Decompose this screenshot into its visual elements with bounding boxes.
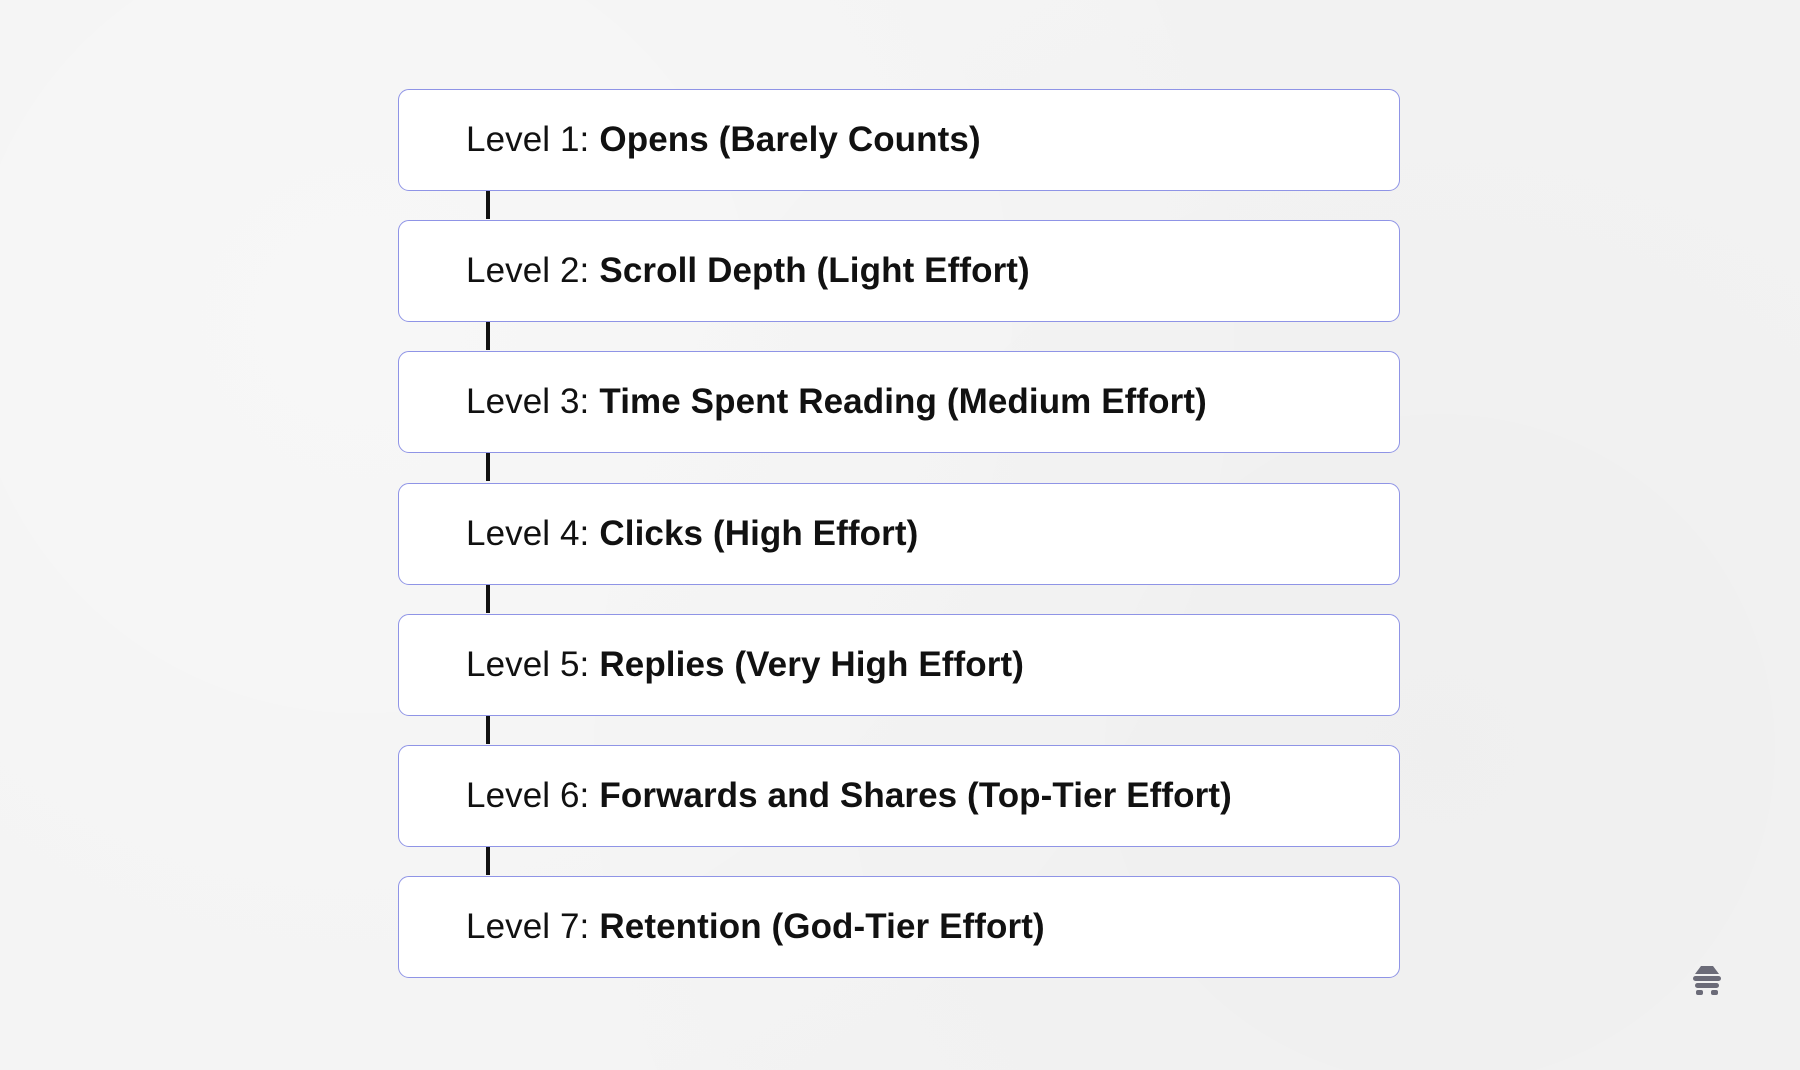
level-prefix: Level 4: — [466, 514, 590, 553]
level-card-7: Level 7: Retention (God-Tier Effort) — [398, 876, 1400, 978]
level-prefix: Level 1: — [466, 120, 590, 159]
connector-line — [486, 322, 490, 350]
beehive-logo-icon — [1690, 962, 1724, 996]
level-title: Replies (Very High Effort) — [599, 645, 1025, 684]
level-prefix: Level 2: — [466, 251, 590, 290]
level-card-1: Level 1: Opens (Barely Counts) — [398, 89, 1400, 191]
level-card-6: Level 6: Forwards and Shares (Top-Tier E… — [398, 745, 1400, 847]
level-title: Forwards and Shares (Top-Tier Effort) — [599, 776, 1232, 815]
level-card-4: Level 4: Clicks (High Effort) — [398, 483, 1400, 585]
level-prefix: Level 7: — [466, 907, 590, 946]
level-prefix: Level 3: — [466, 382, 590, 421]
level-title: Scroll Depth (Light Effort) — [599, 251, 1030, 290]
level-title: Retention (God-Tier Effort) — [599, 907, 1045, 946]
level-prefix: Level 6: — [466, 776, 590, 815]
level-title: Time Spent Reading (Medium Effort) — [599, 382, 1207, 421]
level-card-3: Level 3: Time Spent Reading (Medium Effo… — [398, 351, 1400, 453]
level-title: Clicks (High Effort) — [599, 514, 919, 553]
connector-line — [486, 453, 490, 481]
connector-line — [486, 585, 490, 613]
level-title: Opens (Barely Counts) — [599, 120, 981, 159]
level-prefix: Level 5: — [466, 645, 590, 684]
level-card-2: Level 2: Scroll Depth (Light Effort) — [398, 220, 1400, 322]
connector-line — [486, 191, 490, 219]
connector-line — [486, 847, 490, 875]
connector-line — [486, 716, 490, 744]
level-card-5: Level 5: Replies (Very High Effort) — [398, 614, 1400, 716]
